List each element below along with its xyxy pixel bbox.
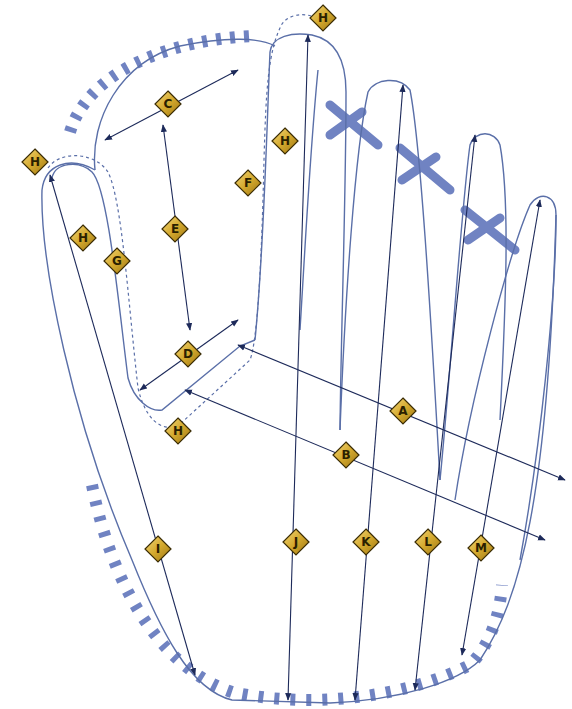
dashed-outline <box>48 15 326 428</box>
callout-letter: H <box>271 127 299 155</box>
callout-letter: H <box>69 224 97 252</box>
label-diamond: M <box>467 534 495 562</box>
callout-letter: C <box>154 90 182 118</box>
label-diamond: G <box>103 247 131 275</box>
label-diamond: L <box>414 528 442 556</box>
callout-letter: K <box>352 528 380 556</box>
callout-letter: J <box>282 528 310 556</box>
label-diamond: K <box>352 528 380 556</box>
glove-outline <box>42 34 556 703</box>
callout-letter: E <box>161 215 189 243</box>
label-diamond: A <box>389 397 417 425</box>
callout-letter: D <box>174 340 202 368</box>
label-diamond: I <box>144 535 172 563</box>
callout-letter: F <box>234 169 262 197</box>
callout-letter: H <box>164 417 192 445</box>
label-diamond: H <box>21 148 49 176</box>
label-diamond: J <box>282 528 310 556</box>
label-diamond: H <box>69 224 97 252</box>
callout-letter: M <box>467 534 495 562</box>
label-diamond: H <box>164 417 192 445</box>
label-diamond: D <box>174 340 202 368</box>
callout-letter: A <box>389 397 417 425</box>
label-diamond: C <box>154 90 182 118</box>
callout-letter: H <box>309 4 337 32</box>
callout-letter: I <box>144 535 172 563</box>
callout-letter: B <box>332 441 360 469</box>
callout-letter: H <box>21 148 49 176</box>
label-diamond: H <box>309 4 337 32</box>
measurement-arrow <box>50 35 565 700</box>
label-diamond: E <box>161 215 189 243</box>
label-diamond: B <box>332 441 360 469</box>
label-diamond: H <box>271 127 299 155</box>
callout-letter: L <box>414 528 442 556</box>
callout-letter: G <box>103 247 131 275</box>
label-diamond: F <box>234 169 262 197</box>
